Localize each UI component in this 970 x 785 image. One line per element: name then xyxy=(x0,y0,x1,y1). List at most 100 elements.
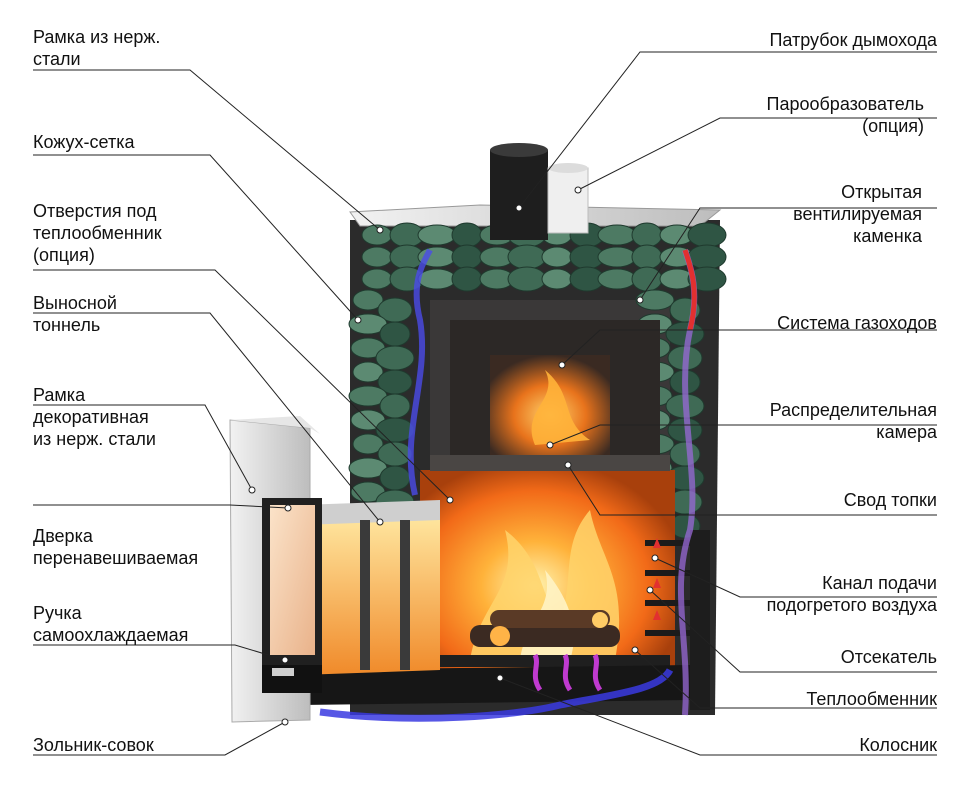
stone xyxy=(631,244,663,270)
air-flows xyxy=(319,248,698,722)
leader-line xyxy=(33,269,451,501)
label-heat-exchanger-holes: Отверстия под теплообменник(опция) xyxy=(33,201,162,265)
leader-line xyxy=(33,69,381,231)
stone xyxy=(669,441,701,467)
leader-lines xyxy=(33,51,937,756)
handle xyxy=(272,668,294,676)
stone xyxy=(507,244,547,270)
stone xyxy=(631,266,663,292)
leader-dot xyxy=(496,674,504,682)
stone xyxy=(687,266,727,292)
stone xyxy=(352,361,384,383)
stone xyxy=(635,289,675,311)
stone xyxy=(597,268,637,290)
label-firebox-vault: Свод топки xyxy=(843,490,937,510)
label-mesh-casing: Кожух-сетка xyxy=(33,132,135,152)
stone xyxy=(375,345,415,371)
leader-line xyxy=(649,589,937,673)
stone xyxy=(352,289,384,311)
stone xyxy=(597,246,637,268)
leader-line xyxy=(33,721,286,756)
firebox-vault xyxy=(430,455,670,471)
leader-dot xyxy=(281,656,289,664)
leader-line xyxy=(518,51,937,209)
stone xyxy=(417,224,457,246)
heat-exchanger-pipes xyxy=(645,530,710,710)
leader-dot xyxy=(558,361,566,369)
leader-dot xyxy=(636,296,644,304)
leader-dot xyxy=(515,204,523,212)
stone xyxy=(379,465,411,491)
logs xyxy=(470,610,620,647)
stone xyxy=(361,246,393,268)
leader-line xyxy=(499,677,937,756)
stone xyxy=(507,266,547,292)
label-flue-system: Система газоходов xyxy=(777,313,937,333)
leader-dot xyxy=(281,718,289,726)
label-steam-generator: Парообразователь(опция) xyxy=(766,94,924,136)
leader-dot xyxy=(354,316,362,324)
label-ash-pan: Зольник-совок xyxy=(33,735,154,755)
steam-generator xyxy=(547,163,589,234)
stone xyxy=(375,417,415,443)
leader-dot xyxy=(631,646,639,654)
grate xyxy=(430,655,670,667)
stone xyxy=(379,321,411,347)
leader-line xyxy=(33,644,286,661)
stone xyxy=(541,246,573,268)
leader-line xyxy=(634,649,937,709)
stone xyxy=(541,268,573,290)
leader-line xyxy=(33,504,289,509)
tunnel xyxy=(300,500,440,675)
leader-line xyxy=(567,464,937,516)
stone xyxy=(597,224,637,246)
flue-chamber xyxy=(450,320,660,460)
leader-line xyxy=(33,154,359,321)
leader-line xyxy=(549,424,937,446)
door xyxy=(262,498,322,693)
stone xyxy=(451,266,483,292)
leader-dot xyxy=(248,486,256,494)
stone xyxy=(352,433,384,455)
firebox xyxy=(300,455,690,705)
leader-dot xyxy=(574,186,582,194)
leader-dot xyxy=(546,441,554,449)
label-chimney-pipe: Патрубок дымохода xyxy=(769,30,937,50)
leader-dot xyxy=(284,504,292,512)
stone xyxy=(687,244,727,270)
chimney-pipe xyxy=(490,143,548,240)
stone xyxy=(687,222,727,248)
leader-dot xyxy=(651,554,659,562)
ash-pan xyxy=(300,665,690,705)
leader-dot xyxy=(646,586,654,594)
leader-dot xyxy=(376,518,384,526)
stone xyxy=(631,222,663,248)
leader-dot xyxy=(564,461,572,469)
leader-line xyxy=(561,329,937,366)
stone xyxy=(361,268,393,290)
stone xyxy=(451,244,483,270)
stone xyxy=(379,393,411,419)
leader-dot xyxy=(446,496,454,504)
leader-line xyxy=(654,557,937,598)
leader-line xyxy=(33,404,253,491)
label-frame-steel: Рамка из нерж.стали xyxy=(33,27,161,69)
leader-line xyxy=(577,117,937,191)
leader-line xyxy=(639,207,937,301)
label-cutoff: Отсекатель xyxy=(840,647,937,667)
stone xyxy=(417,268,457,290)
leader-line xyxy=(33,312,381,523)
leader-dots xyxy=(248,186,659,726)
leader-dot xyxy=(376,226,384,234)
label-grate: Колосник xyxy=(859,735,937,755)
stone xyxy=(451,222,483,248)
label-heat-exchanger: Теплообменник xyxy=(806,689,937,709)
